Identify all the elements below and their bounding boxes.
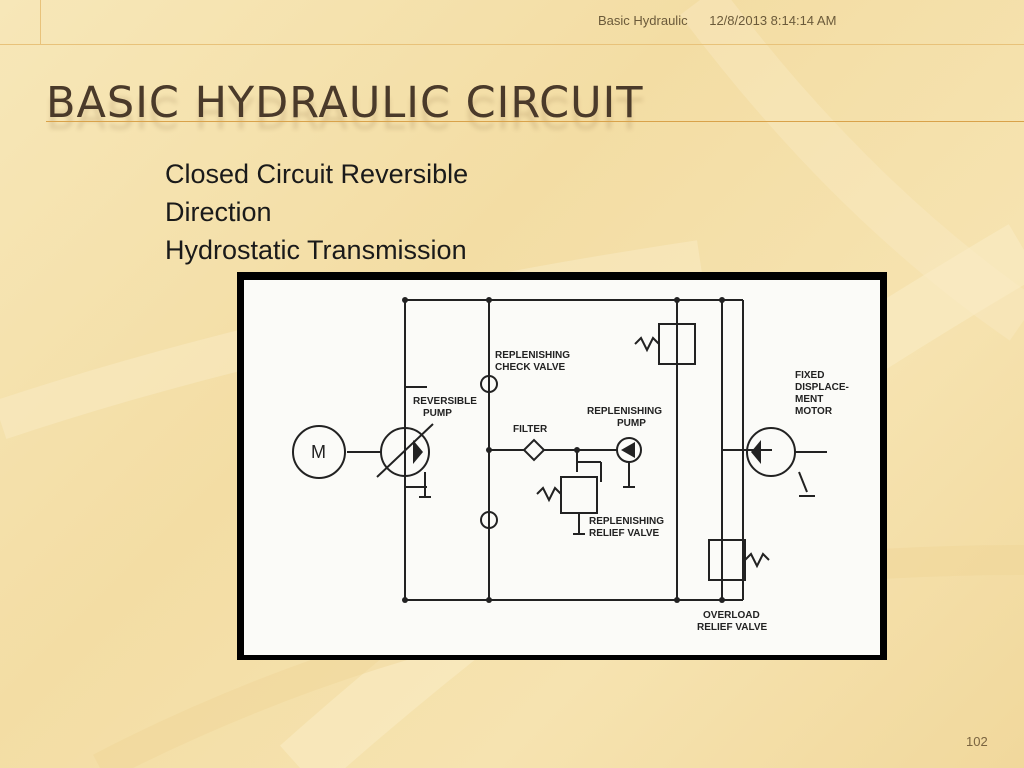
label-replenishing-check-1: REPLENISHING <box>495 350 570 361</box>
slide-datetime: 12/8/2013 8:14:14 AM <box>709 13 837 28</box>
pump-arrow <box>413 440 423 464</box>
motor-arrow <box>751 440 761 464</box>
header-left-divider <box>40 0 41 44</box>
hydraulic-circuit-diagram: M REPLENISHING CHECK VALVE REVERSIBLE PU… <box>237 272 887 660</box>
title-underline <box>46 121 1024 122</box>
slide-header: Basic Hydraulic 12/8/2013 8:14:14 AM <box>598 13 854 28</box>
label-replenishing-relief-1: REPLENISHING <box>589 516 664 527</box>
check-valve-lower <box>480 511 498 529</box>
slide-title: BASIC HYDRAULIC CIRCUIT <box>46 78 644 128</box>
page-number: 102 <box>966 734 988 749</box>
body-line-1: Closed Circuit Reversible <box>165 159 469 189</box>
filter-symbol <box>522 438 546 462</box>
label-fixed-motor-2: DISPLACE- <box>795 382 849 393</box>
label-overload-relief-2: RELIEF VALVE <box>697 622 768 633</box>
label-fixed-motor-3: MENT <box>795 394 823 405</box>
reversible-pump-symbol <box>380 427 430 477</box>
body-line-2: Direction <box>165 197 272 227</box>
label-overload-relief-1: OVERLOAD <box>703 610 760 621</box>
label-reversible-pump-1: REVERSIBLE <box>413 396 477 407</box>
presentation-name: Basic Hydraulic <box>598 13 688 28</box>
label-replenishing-check-2: CHECK VALVE <box>495 362 566 373</box>
label-replenishing-pump-1: REPLENISHING <box>587 406 662 417</box>
slide-body: Closed Circuit Reversible Direction Hydr… <box>165 155 468 269</box>
replenishing-pump-arrow <box>621 442 635 458</box>
label-filter: FILTER <box>513 424 548 435</box>
label-fixed-motor-1: FIXED <box>795 370 824 381</box>
electric-motor-symbol <box>292 425 346 479</box>
check-valve-upper <box>480 375 498 393</box>
label-reversible-pump-2: PUMP <box>423 408 452 419</box>
label-fixed-motor-4: MOTOR <box>795 406 833 417</box>
header-divider <box>0 44 1024 45</box>
motor-letter: M <box>311 442 326 462</box>
diagram-paper <box>244 280 880 655</box>
label-replenishing-relief-2: RELIEF VALVE <box>589 528 660 539</box>
circuit-schematic: M REPLENISHING CHECK VALVE REVERSIBLE PU… <box>244 280 880 655</box>
body-line-3: Hydrostatic Transmission <box>165 235 467 265</box>
label-replenishing-pump-2: PUMP <box>617 418 646 429</box>
